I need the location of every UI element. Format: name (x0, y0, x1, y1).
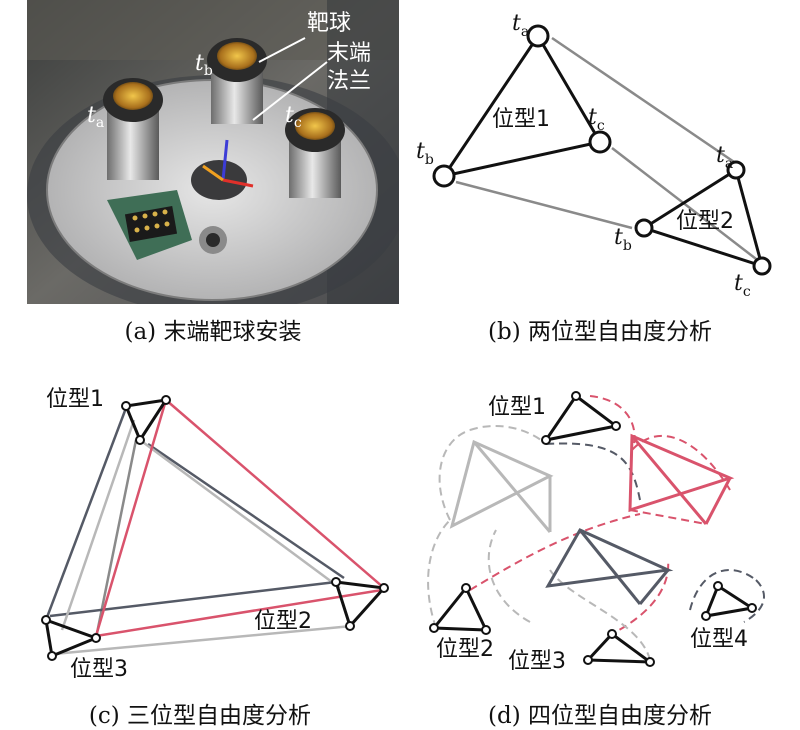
label-flange-line1: 末端 (327, 41, 371, 66)
label-flange-line2: 法兰 (327, 69, 371, 94)
label-tc-2: tc (734, 271, 751, 300)
caption-a: (a) 末端靶球安装 (124, 319, 302, 345)
pose3-triangle (44, 617, 101, 659)
pose2-triangle (430, 585, 489, 632)
ball-pointer-line (258, 37, 306, 63)
target-ball-photo: 靶球 末端 法兰 ta tb tc (27, 0, 399, 304)
pose2-ball-a (726, 160, 746, 180)
panel-b: 位型1 位型2 ta tc tb ta tb tc (400, 0, 800, 310)
z-axis (221, 139, 229, 181)
pose2-triangle (640, 167, 765, 269)
target-ball-a (103, 78, 163, 180)
pose2-ball-b (634, 218, 654, 238)
panel-a: 靶球 末端 法兰 ta tb tc (27, 0, 399, 304)
panel-c: 位型1 位型2 位型3 (0, 360, 400, 690)
gray-dark-triangle (545, 528, 674, 588)
label-pose2: 位型2 (254, 609, 312, 634)
label-tc: tc (285, 103, 302, 131)
label-pose4: 位型4 (690, 627, 748, 652)
label-pose1: 位型1 (46, 387, 104, 412)
red-triangle (628, 433, 735, 513)
caption-b: (b) 两位型自由度分析 (488, 319, 712, 345)
caption-c: (c) 三位型自由度分析 (88, 703, 312, 729)
label-ta-2: ta (716, 143, 733, 172)
pose1-ball-b (432, 164, 456, 188)
label-ta: ta (87, 103, 104, 131)
pose-correspondence-lines (455, 36, 761, 263)
pose2-ball-c (752, 256, 772, 276)
caption-d: (d) 四位型自由度分析 (488, 703, 712, 729)
dashed-arcs (427, 395, 765, 661)
pose1-triangle (440, 33, 603, 179)
three-pose-diagram: 位型1 位型2 位型3 (41, 387, 389, 682)
label-pose2: 位型2 (676, 209, 734, 234)
label-tc-1: tc (588, 105, 605, 134)
label-pose1: 位型1 (488, 395, 546, 420)
label-pose2: 位型2 (436, 637, 494, 662)
target-ball-b (207, 38, 267, 124)
label-tb-1: tb (416, 139, 434, 168)
pose2-triangle (333, 580, 388, 629)
pose1-triangle (123, 398, 170, 444)
y-axis (202, 164, 224, 182)
label-target-ball: 靶球 (307, 11, 351, 36)
label-pose3: 位型3 (508, 649, 566, 674)
pose1-ball-a (526, 24, 550, 48)
panel-d: 位型1 位型2 位型3 位型4 (400, 360, 800, 690)
pose4-triangle (703, 583, 757, 618)
pose3-triangle (584, 631, 655, 664)
label-tb: tb (195, 51, 213, 79)
four-pose-diagram: 位型1 位型2 位型3 位型4 (427, 391, 765, 674)
label-pose3: 位型3 (70, 657, 128, 682)
label-pose1: 位型1 (492, 107, 550, 132)
pose1-ball-c (588, 130, 612, 154)
pose-correspondence-lines (44, 399, 385, 656)
label-tb-2: tb (614, 225, 632, 254)
target-ball-c (285, 108, 345, 198)
x-axis (222, 178, 254, 188)
label-ta-1: ta (512, 11, 529, 40)
pose1-triangle (542, 393, 620, 443)
two-pose-diagram: 位型1 位型2 ta tc tb ta tb tc (416, 11, 772, 300)
flange-pointer-line (252, 61, 328, 121)
